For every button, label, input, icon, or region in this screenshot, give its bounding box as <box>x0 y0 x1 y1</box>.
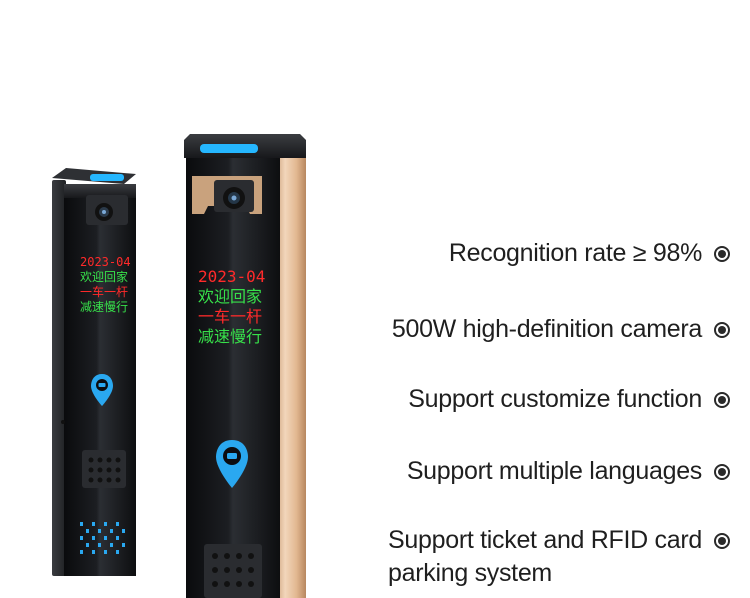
bullet-icon <box>714 533 730 549</box>
feature-list: Recognition rate ≥ 98% 500W high-definit… <box>330 0 730 598</box>
led-dot <box>92 536 95 540</box>
indicator-light-large <box>200 144 258 153</box>
display-line: 2023-04 <box>80 255 131 269</box>
led-dot <box>116 522 119 526</box>
feature-text: Recognition rate ≥ 98% <box>448 239 702 267</box>
bullet-icon <box>714 322 730 338</box>
led-dot <box>116 536 119 540</box>
led-dot <box>122 543 125 547</box>
feature-text: 500W high-definition camera <box>391 315 702 343</box>
feature-item: Support multiple languages <box>407 455 730 488</box>
led-dot <box>86 543 89 547</box>
bullet-icon <box>714 392 730 408</box>
led-dot <box>80 550 83 554</box>
led-dot <box>122 529 125 533</box>
led-dot <box>98 529 101 533</box>
led-dot <box>104 536 107 540</box>
display-line: 减速慢行 <box>198 327 262 346</box>
feature-text: Support customize function <box>408 385 702 413</box>
indicator-light-small <box>90 174 124 181</box>
bullet-icon <box>714 464 730 480</box>
led-dot <box>80 522 83 526</box>
led-dot <box>110 543 113 547</box>
feature-text-line: Support ticket and RFID card <box>388 526 702 554</box>
location-pin-icon-large <box>216 440 248 488</box>
led-dot <box>110 529 113 533</box>
feature-item: 500W high-definition camera <box>392 313 730 346</box>
feature-text: Support ticket and RFID card parking sys… <box>388 524 702 590</box>
bullet-icon <box>714 246 730 262</box>
location-pin-icon-small <box>91 374 113 406</box>
feature-item: Support ticket and RFID card parking sys… <box>388 524 730 590</box>
feature-text-line: parking system <box>388 559 552 587</box>
display-line: 一车一杆 <box>80 284 128 299</box>
led-dot <box>98 543 101 547</box>
display-line: 减速慢行 <box>80 300 128 314</box>
display-line: 欢迎回家 <box>80 269 128 284</box>
display-line: 欢迎回家 <box>198 287 262 306</box>
led-dot <box>80 536 83 540</box>
led-dot <box>104 522 107 526</box>
feature-text: Support multiple languages <box>406 457 702 485</box>
led-dot <box>92 522 95 526</box>
led-dot <box>104 550 107 554</box>
display-line: 一车一杆 <box>198 307 262 326</box>
led-dot <box>116 550 119 554</box>
display-line: 2023-04 <box>198 267 265 286</box>
led-dot <box>86 529 89 533</box>
feature-item: Recognition rate ≥ 98% <box>449 237 730 270</box>
led-dot <box>92 550 95 554</box>
feature-item: Support customize function <box>408 383 730 416</box>
